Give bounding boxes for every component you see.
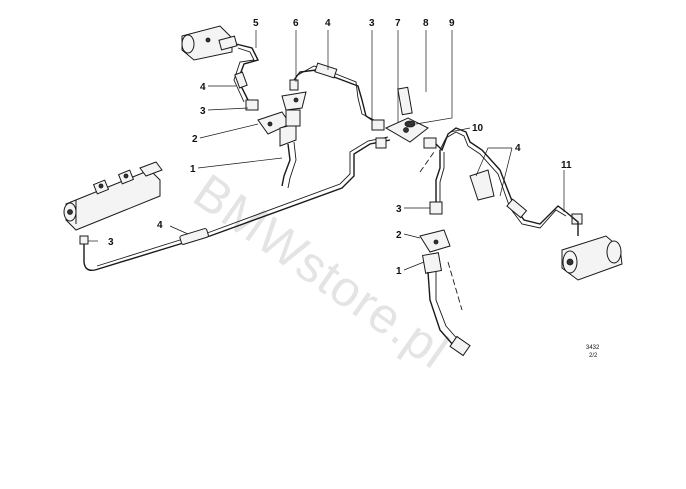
callout-10: 10	[472, 123, 484, 134]
lower-fitting	[429, 201, 443, 215]
center-right-bracket	[469, 169, 495, 201]
front-brake-hose	[281, 143, 291, 187]
callout-3-top: 3	[369, 18, 375, 29]
front-fitting	[245, 99, 259, 111]
callout-3-lower: 3	[396, 204, 402, 215]
master-cylinder	[63, 161, 163, 231]
leader-lines	[88, 30, 565, 271]
callout-4-left: 4	[200, 82, 206, 93]
lower-center-pipe	[435, 150, 441, 204]
callout-3-master: 3	[108, 237, 114, 248]
upper-pipe-sleeve	[314, 62, 338, 79]
callout-2-left: 2	[192, 134, 198, 145]
callout-2-lower: 2	[396, 230, 402, 241]
callout-11: 11	[561, 160, 572, 171]
callout-8: 8	[423, 18, 429, 29]
front-pipe-sleeve	[234, 71, 248, 89]
callout-4-pipe: 4	[157, 220, 163, 231]
callout-4-right: 4	[515, 143, 521, 154]
master-outlet-fitting	[79, 235, 96, 272]
right-pipe-sleeve	[506, 198, 528, 219]
bleeder-item-8	[397, 86, 413, 116]
washer-item-9	[404, 120, 416, 128]
rear-wheel-cylinder	[561, 211, 623, 281]
right-branch-pipe	[435, 127, 567, 225]
diagram-sheet-number: 2/2	[589, 353, 598, 359]
callout-9: 9	[449, 18, 455, 29]
lower-hose-nut	[421, 252, 443, 274]
upper-cross-pipe	[293, 69, 379, 125]
callout-4-top: 4	[325, 18, 331, 29]
diagram-reference-number: 3432	[586, 345, 600, 351]
callout-3-left: 3	[200, 106, 206, 117]
callout-1-lower: 1	[396, 266, 402, 277]
callout-1-left: 1	[190, 164, 196, 175]
callout-6: 6	[293, 18, 299, 29]
front-hose-nut	[285, 109, 301, 127]
lower-hose-end	[449, 335, 471, 357]
callout-5: 5	[253, 18, 259, 29]
pipe-sleeve-left	[179, 228, 209, 245]
callout-labels: 5 6 4 3 7 8 9 10 4 11 4 3 2 1 3 4 3 2 1	[108, 18, 572, 277]
callout-7: 7	[395, 18, 401, 29]
front-wheel-cylinder	[181, 25, 238, 61]
bracket-item-6	[281, 79, 307, 111]
lower-brake-hose	[427, 271, 455, 347]
front-hose-end	[279, 123, 297, 147]
assembly-line-center	[419, 151, 435, 173]
assembly-line-lower	[447, 261, 463, 311]
